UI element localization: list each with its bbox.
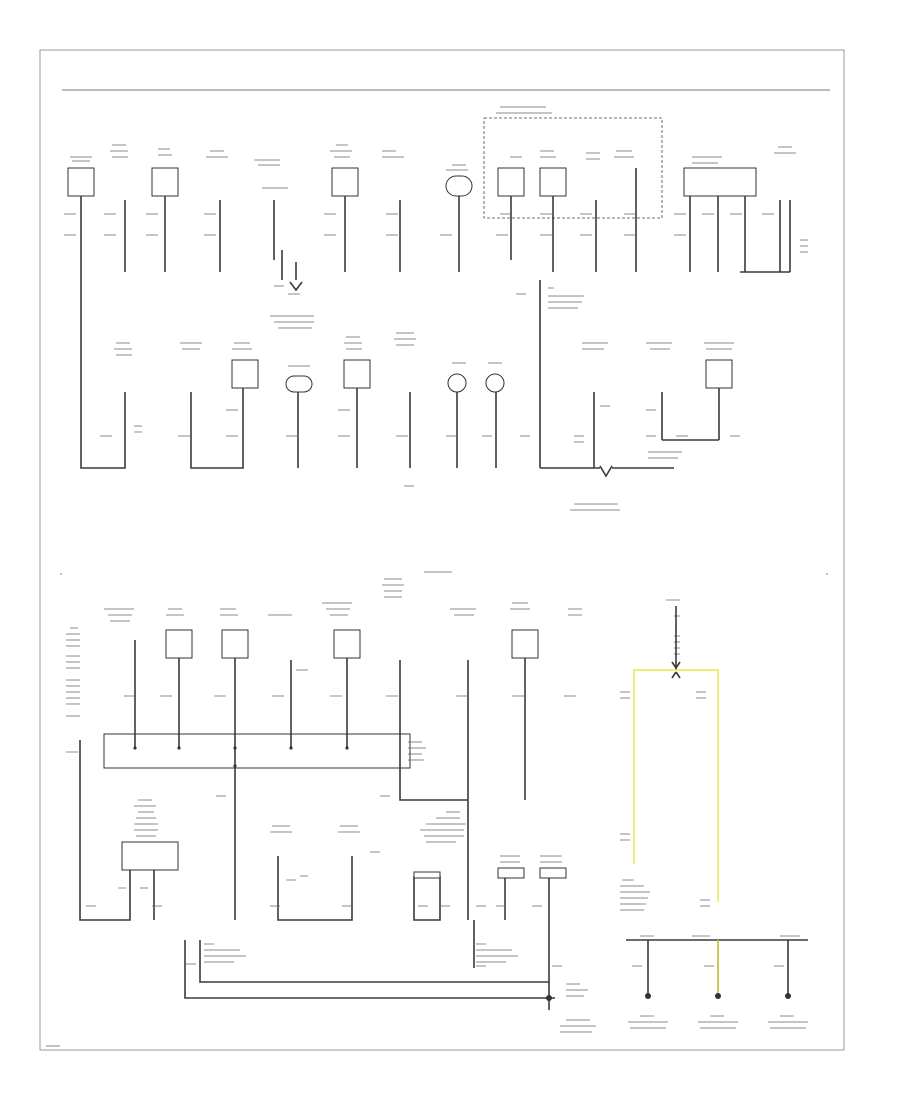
module-boundary [483,117,663,219]
upper-section [64,106,808,511]
bus-feed-wires [79,640,555,999]
wire-codes-row3 [66,669,596,1033]
component-labels-row4 [134,741,562,863]
component-labels-row2 [114,332,734,367]
vertical-wires-row1 [80,168,791,273]
vertical-wires-row2 [80,272,720,469]
wire-codes-row1 [64,187,808,253]
wire-codes-row2 [100,405,740,487]
upper-right-trunk [516,280,674,511]
section-divider-stub [60,571,828,575]
component-labels-row3 [66,578,680,717]
ground-connector-upper [270,250,314,329]
component-labels-row1 [70,106,796,171]
component-boxes-row2 [231,359,733,393]
component-boxes-row1 [67,167,757,197]
right-ground-circuit [620,606,808,1029]
bus-junctions [133,746,552,1001]
diagram-frame [39,49,845,1051]
component-boxes-row4 [413,867,567,879]
lower-section [66,578,808,1033]
component-boxes-row3 [103,629,539,871]
